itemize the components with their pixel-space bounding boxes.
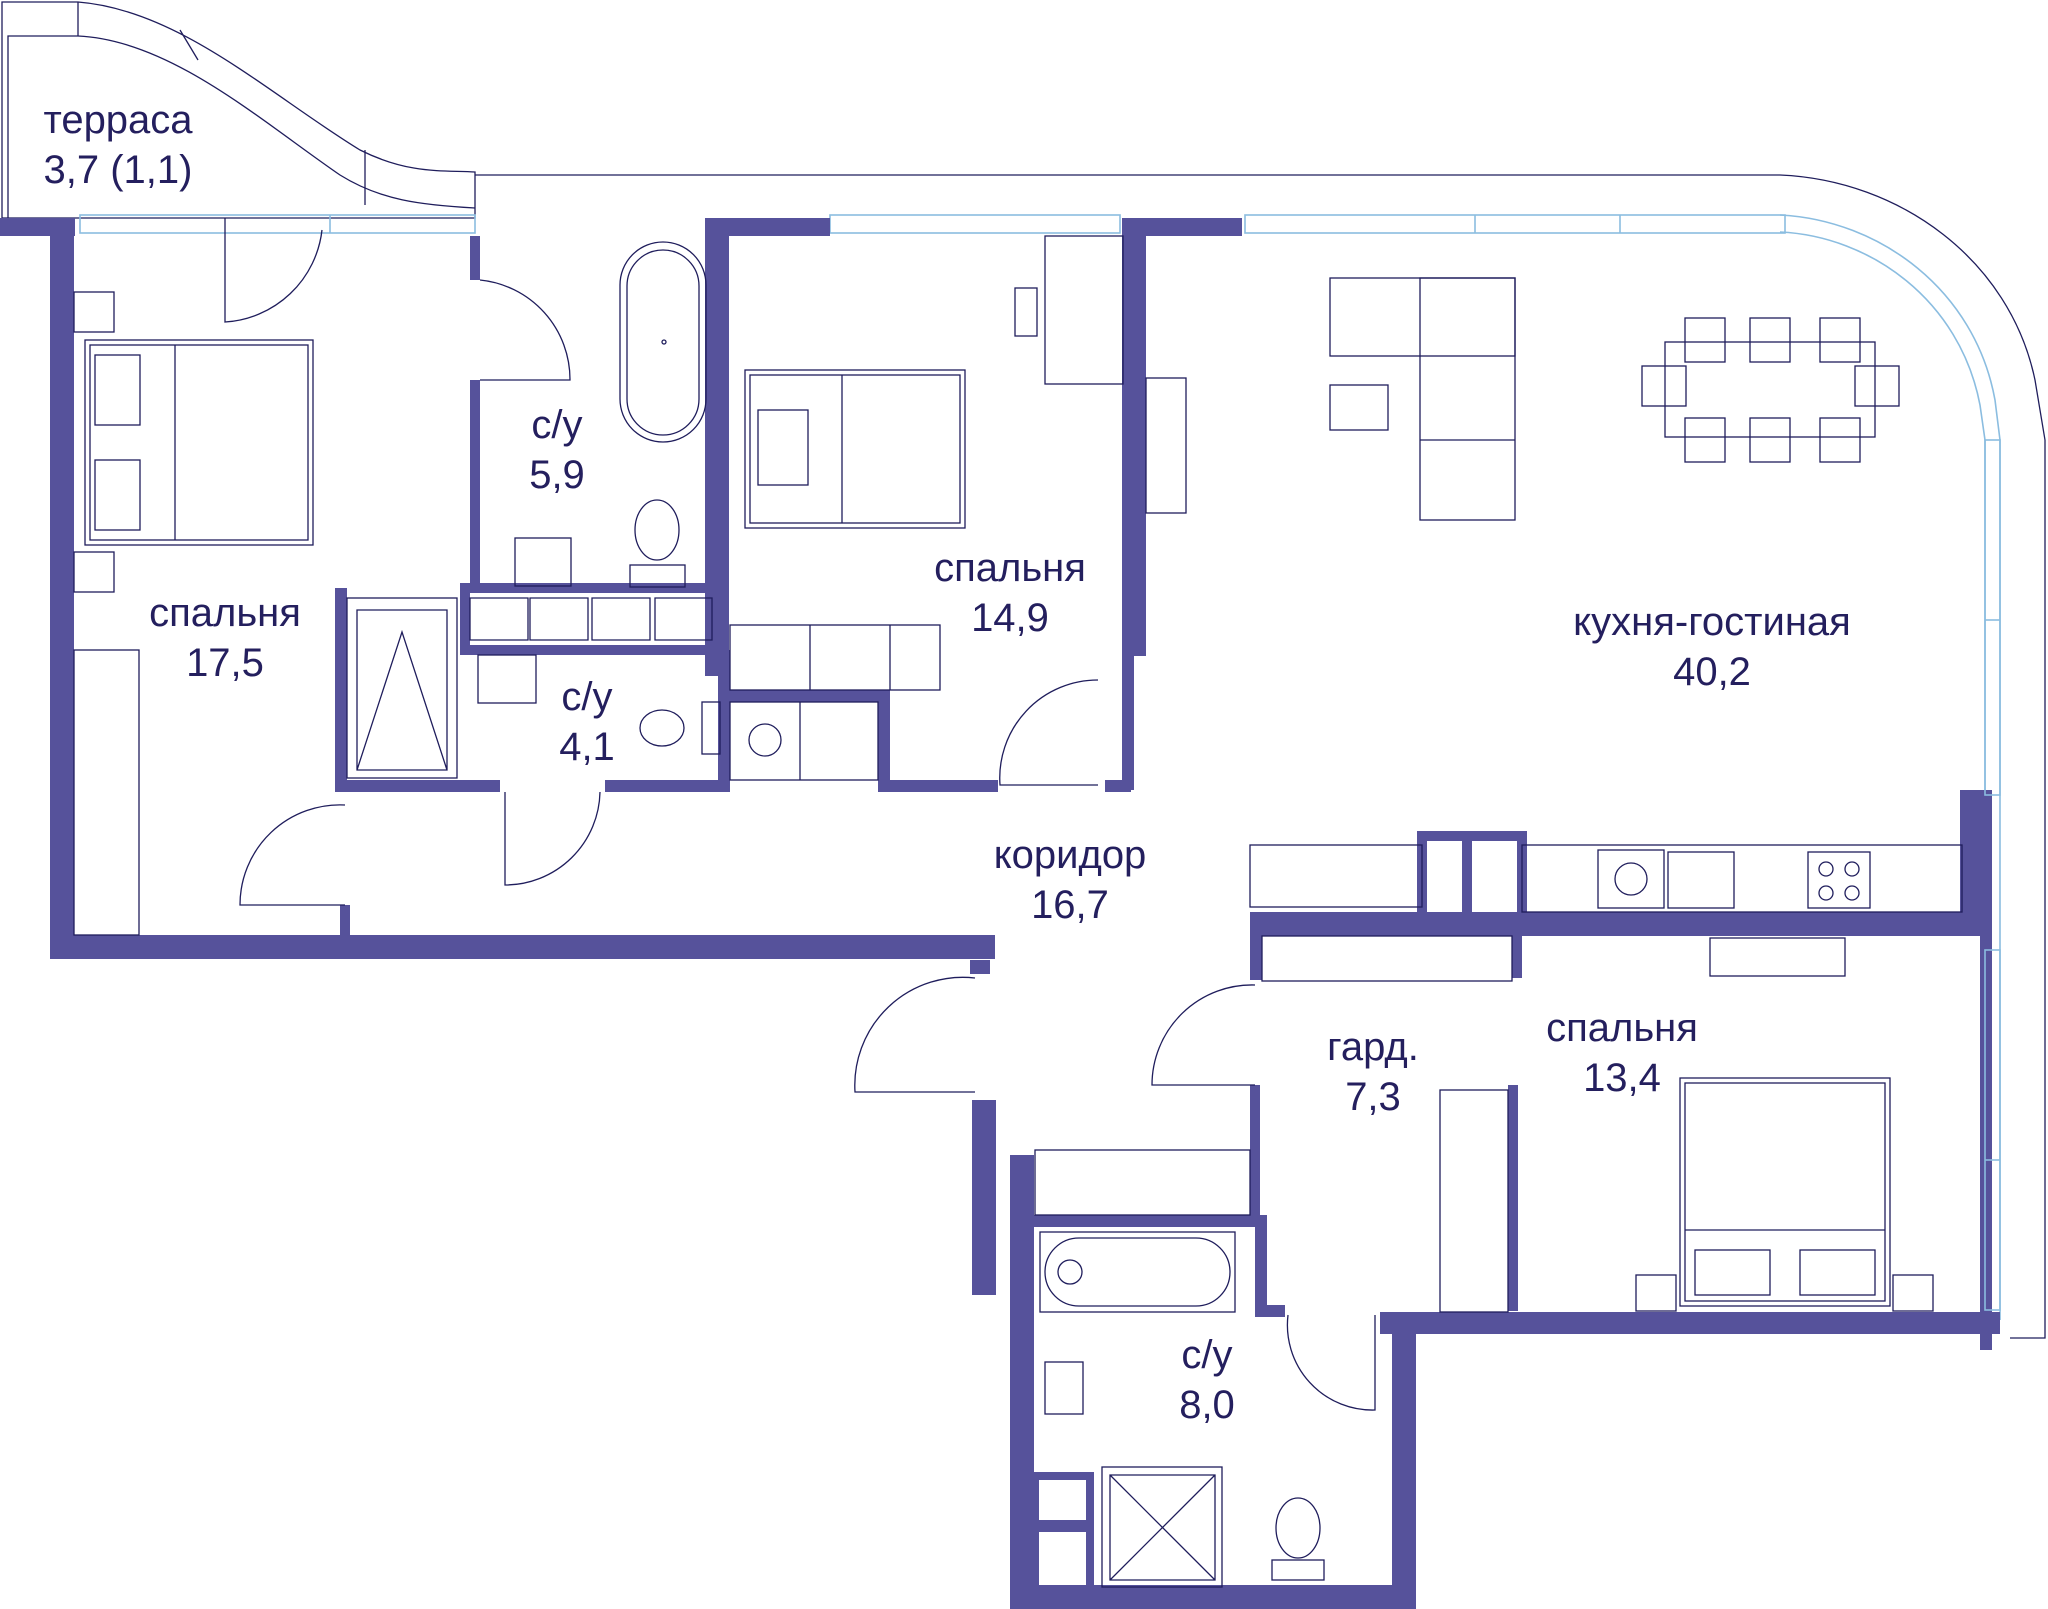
bedroom3-area: 13,4 <box>1583 1056 1661 1100</box>
bath1-fixtures <box>469 241 713 641</box>
terrace-name: терраса <box>43 98 193 142</box>
bath1-name: с/у <box>531 403 583 447</box>
right-windows <box>1984 439 2001 1311</box>
top-windows <box>79 214 1786 234</box>
corridor-name: коридор <box>993 833 1147 877</box>
bedroom1-furniture <box>73 291 314 936</box>
bedroom3-furniture <box>1261 935 1934 1313</box>
terrace-outline <box>1 1 476 219</box>
living-furniture <box>1329 277 1900 521</box>
bedroom3-label: спальня 13,4 <box>1546 1003 1698 1103</box>
bedroom1-name: спальня <box>149 591 301 635</box>
corridor-label: коридор 16,7 <box>994 830 1147 930</box>
corridor-area: 16,7 <box>1031 883 1109 927</box>
bath2-area: 4,1 <box>559 725 615 769</box>
living-name: кухня-гостиная <box>1573 600 1851 644</box>
bedroom1-area: 17,5 <box>186 641 264 685</box>
living-area: 40,2 <box>1673 650 1751 694</box>
dining-chairs <box>1641 317 1900 463</box>
doors <box>224 218 1376 1411</box>
bedroom2-name: спальня <box>934 546 1086 590</box>
terrace-area: 3,7 (1,1) <box>43 148 193 192</box>
walls <box>0 218 2000 1609</box>
bath2-fixtures <box>346 597 721 779</box>
bedroom1-label: спальня 17,5 <box>149 588 301 688</box>
bath2-label: с/у 4,1 <box>559 672 615 772</box>
bedroom3-name: спальня <box>1546 1006 1698 1050</box>
terrace-label: терраса 3,7 (1,1) <box>43 95 192 195</box>
living-label: кухня-гостиная 40,2 <box>1573 597 1851 697</box>
bath1-label: с/у 5,9 <box>529 400 585 500</box>
bath3-area: 8,0 <box>1179 1383 1235 1427</box>
wardrobe-label: гард. 7,3 <box>1327 1022 1419 1122</box>
bedroom2-area: 14,9 <box>971 596 1049 640</box>
bedroom2-furniture <box>729 235 1187 781</box>
wardrobe-name: гард. <box>1327 1025 1419 1069</box>
bath3-fixtures <box>1034 1149 1325 1588</box>
bath3-label: с/у 8,0 <box>1179 1330 1235 1430</box>
outer-shell <box>475 174 2046 1339</box>
wardrobe-area: 7,3 <box>1345 1075 1401 1119</box>
bath2-name: с/у <box>561 675 613 719</box>
bath3-name: с/у <box>1181 1333 1233 1377</box>
kitchen-counter <box>1249 844 1963 913</box>
bedroom2-label: спальня 14,9 <box>934 543 1086 643</box>
bath1-area: 5,9 <box>529 453 585 497</box>
